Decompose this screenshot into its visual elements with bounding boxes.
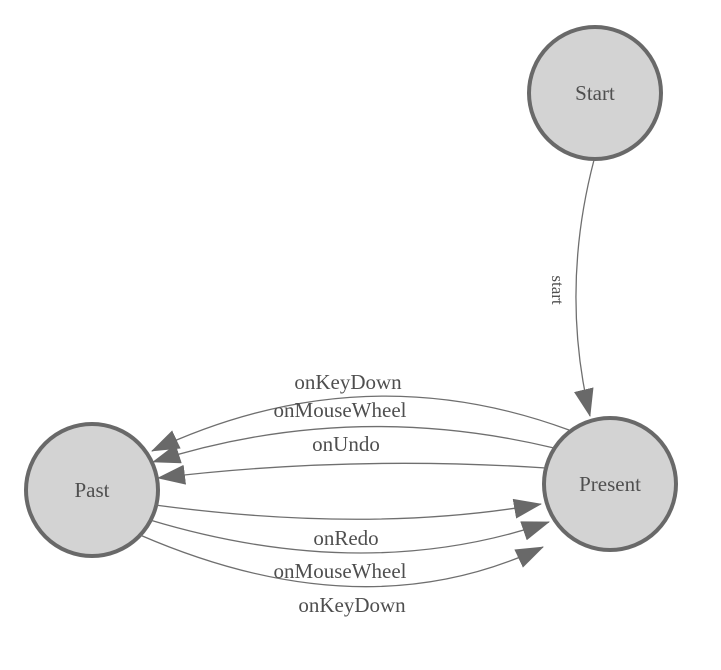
edge-start-to-present <box>574 159 595 417</box>
state-node-present-circle <box>542 416 678 552</box>
edge-past-to-present-onkeydown <box>139 534 544 588</box>
state-node-present-label: Present <box>579 472 641 496</box>
edge-label-onundo: onUndo <box>312 432 380 456</box>
edge-present-to-past-onmousewheel <box>152 425 555 464</box>
state-node-start-label: Start <box>575 81 615 105</box>
edge-label-onredo: onRedo <box>313 526 378 550</box>
edge-label-onkeydown-top: onKeyDown <box>294 370 402 394</box>
state-node-present: Present <box>542 416 678 552</box>
edge-label-onmousewheel-top: onMouseWheel <box>274 398 407 422</box>
edge-past-to-present-onmousewheel <box>149 519 550 554</box>
state-node-past-label: Past <box>74 478 109 502</box>
edge-past-to-present-onredo <box>154 498 542 520</box>
state-node-past: Past <box>24 422 160 558</box>
edge-label-onmousewheel-bottom: onMouseWheel <box>274 559 407 583</box>
edge-present-to-past-onundo <box>157 462 547 485</box>
edge-present-to-past-onkeydown <box>151 395 570 452</box>
edge-label-start: start <box>548 275 567 305</box>
state-node-past-circle <box>24 422 160 558</box>
state-node-start-circle <box>527 25 663 161</box>
edge-label-onkeydown-bottom: onKeyDown <box>298 593 406 617</box>
state-node-start: Start <box>527 25 663 161</box>
